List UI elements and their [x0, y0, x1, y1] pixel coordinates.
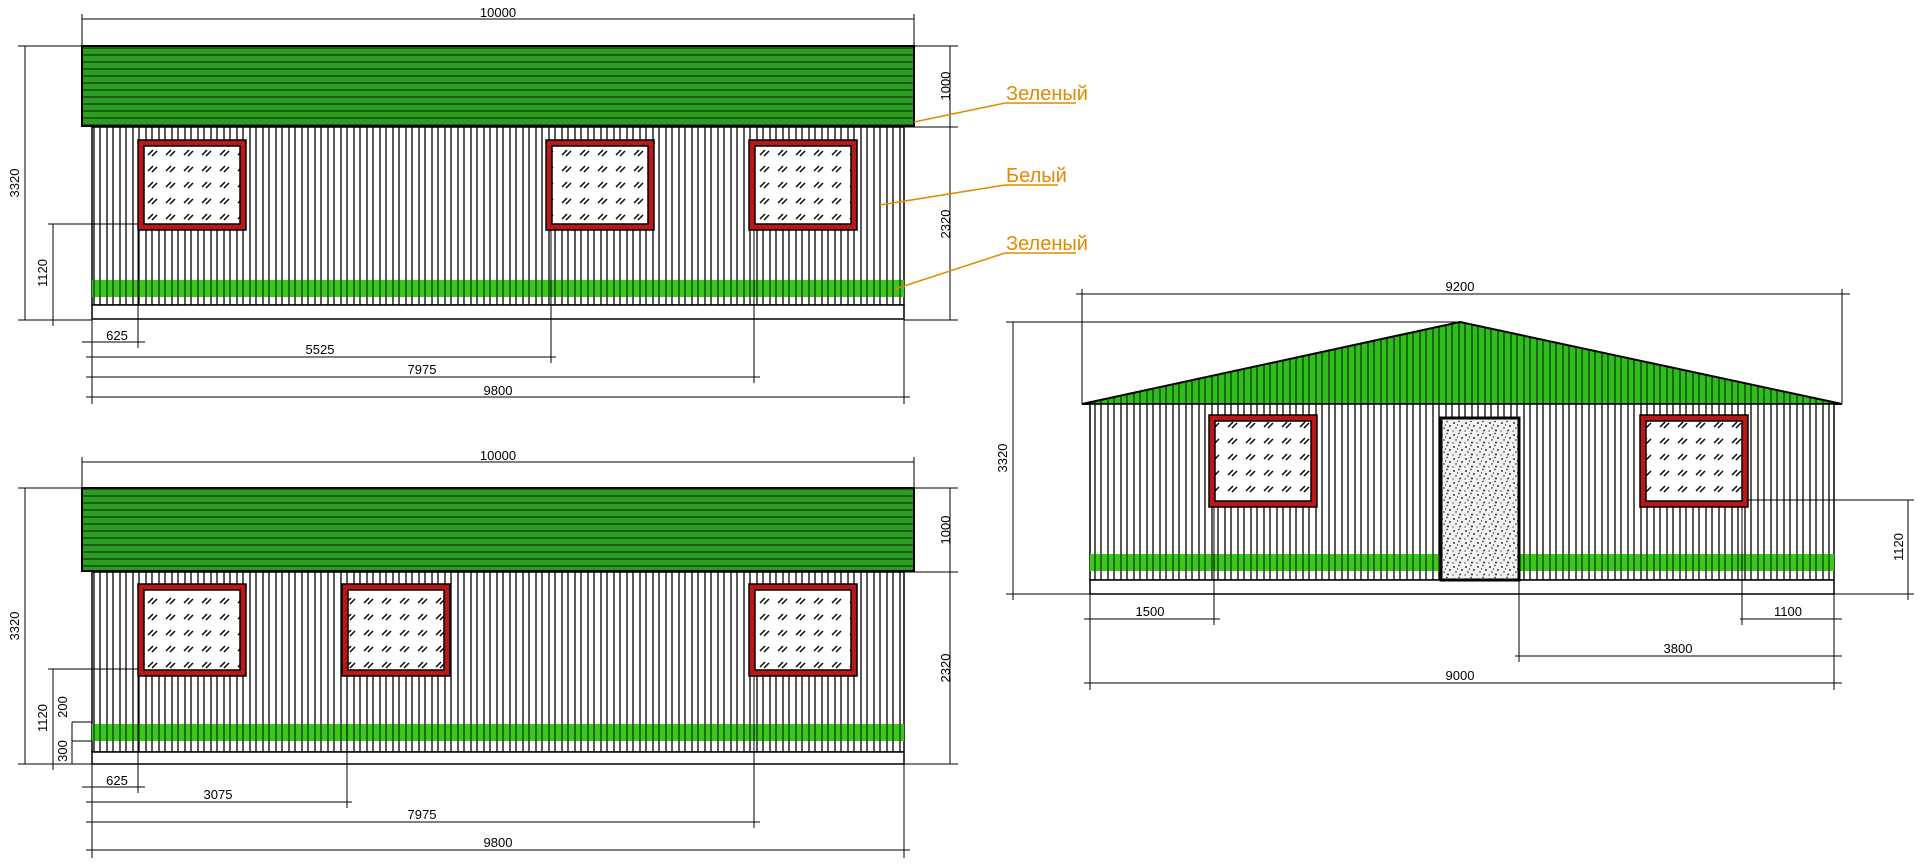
- dim-offset: 9800: [484, 835, 513, 850]
- dim-offset: 9800: [484, 383, 513, 398]
- dim-roof-height: 1000: [938, 516, 953, 545]
- elevation-1: 10000 3320 1120 1000 2320 625 5525 7975 …: [7, 5, 1088, 404]
- window: [1208, 414, 1318, 508]
- dim-overall-length: 10000: [480, 5, 516, 20]
- dim-base-height: 300: [55, 740, 70, 762]
- dim-total-height: 3320: [995, 444, 1010, 473]
- dim-base-width: 9000: [1446, 668, 1475, 683]
- dim-overall-length: 10000: [480, 448, 516, 463]
- dim-left-window-offset: 1500: [1136, 604, 1165, 619]
- window: [545, 139, 655, 231]
- dimension-lines: [18, 457, 958, 858]
- dim-wall-height: 2320: [938, 654, 953, 683]
- dim-sill-height: 1120: [1891, 533, 1906, 561]
- window: [137, 583, 247, 677]
- base-plinth: [91, 304, 905, 320]
- dim-door-offset: 3800: [1664, 641, 1693, 656]
- window: [748, 139, 858, 231]
- dim-sill-height: 1120: [35, 704, 50, 732]
- callout-wall-color: Белый: [1006, 165, 1067, 187]
- dim-offset: 625: [106, 328, 128, 343]
- window: [137, 139, 247, 231]
- roof-panel: [81, 45, 915, 127]
- dim-offset: 625: [106, 773, 128, 788]
- callout-roof-color: Зеленый: [1006, 83, 1088, 105]
- dim-offset: 5525: [306, 342, 335, 357]
- door: [1439, 416, 1521, 582]
- elevation-3-gable: 9200 3320 1120 1500 1100 3800 9000: [995, 279, 1914, 690]
- callout-trim-color: Зеленый: [1006, 233, 1088, 255]
- dim-offset: 7975: [408, 362, 437, 377]
- dim-total-height: 3320: [7, 612, 22, 641]
- dim-trim-top: 200: [55, 696, 70, 718]
- green-trim-band: [92, 724, 904, 741]
- roof-panel: [81, 487, 915, 572]
- dim-wall-height: 2320: [938, 210, 953, 239]
- green-trim-band: [92, 280, 904, 297]
- window: [748, 583, 858, 677]
- elevation-2: 10000 3320 1120 200 300 1000 2320 625 30…: [7, 448, 958, 858]
- dimension-lines: [1006, 289, 1914, 690]
- window: [1639, 414, 1749, 508]
- gable-triangle: [1081, 320, 1843, 405]
- dim-overall-width: 9200: [1446, 279, 1475, 294]
- dim-offset: 3075: [204, 787, 233, 802]
- dim-sill-height: 1120: [35, 259, 50, 287]
- base-plinth: [1089, 579, 1835, 595]
- dim-total-height: 3320: [7, 169, 22, 198]
- window: [341, 583, 451, 677]
- base-plinth: [91, 751, 905, 765]
- dimension-lines: [18, 14, 958, 404]
- dim-right-window-offset: 1100: [1774, 604, 1802, 619]
- dim-offset: 7975: [408, 807, 437, 822]
- callout-leaders: [879, 102, 1076, 290]
- dim-roof-height: 1000: [938, 72, 953, 101]
